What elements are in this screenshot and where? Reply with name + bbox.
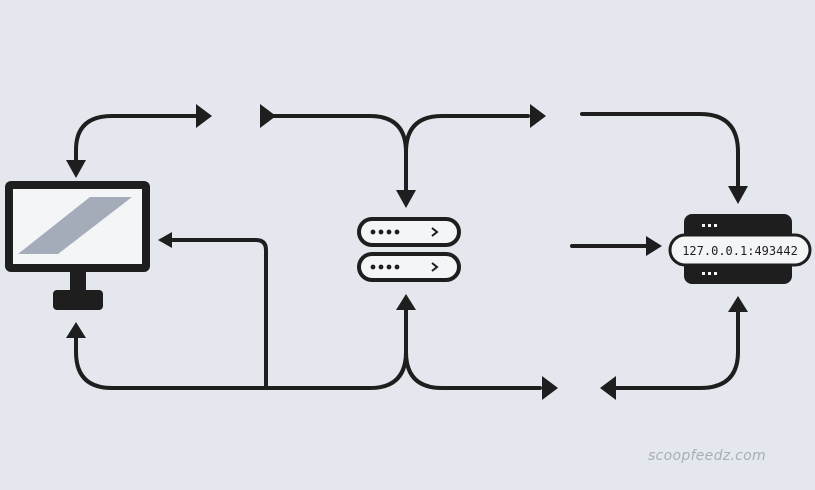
connector-bottom-to-router bbox=[264, 308, 408, 390]
server-icon: 127.0.0.1:493442 bbox=[668, 214, 812, 284]
arrowhead-bottom-middle-right bbox=[542, 376, 558, 400]
arrowhead-middle-right bbox=[646, 236, 662, 256]
arrowhead-server-top bbox=[728, 186, 748, 204]
connector-top-to-server bbox=[580, 112, 740, 190]
server-address-label: 127.0.0.1:493442 bbox=[682, 244, 798, 258]
connector-monitor-right bbox=[170, 238, 268, 390]
arrowhead-monitor-bottom bbox=[66, 322, 86, 338]
connector-top-to-router bbox=[270, 114, 408, 194]
arrowhead-router-bottom bbox=[396, 294, 416, 310]
arrowhead-server-bottom bbox=[728, 296, 748, 312]
arrowhead-top-left-right bbox=[196, 104, 212, 128]
arrowhead-bottom-right-left bbox=[600, 376, 616, 400]
connector-router-to-top-right bbox=[404, 114, 530, 154]
arrowhead-monitor-right bbox=[158, 232, 172, 248]
arrowhead-router-top bbox=[396, 190, 416, 208]
connector-bottom-to-server bbox=[610, 310, 740, 390]
connector-bottom-to-monitor bbox=[74, 334, 268, 390]
computer-monitor-icon bbox=[5, 181, 150, 310]
arrowhead-monitor-top bbox=[66, 160, 86, 178]
connector-router-to-bottom-right bbox=[404, 350, 542, 390]
arrowhead-top-middle-left bbox=[260, 104, 276, 128]
connector-monitor-top bbox=[74, 114, 198, 164]
arrowhead-top-middle-right bbox=[530, 104, 546, 128]
router-icon bbox=[357, 217, 461, 282]
watermark-text: scoopfeedz.com bbox=[648, 448, 766, 464]
